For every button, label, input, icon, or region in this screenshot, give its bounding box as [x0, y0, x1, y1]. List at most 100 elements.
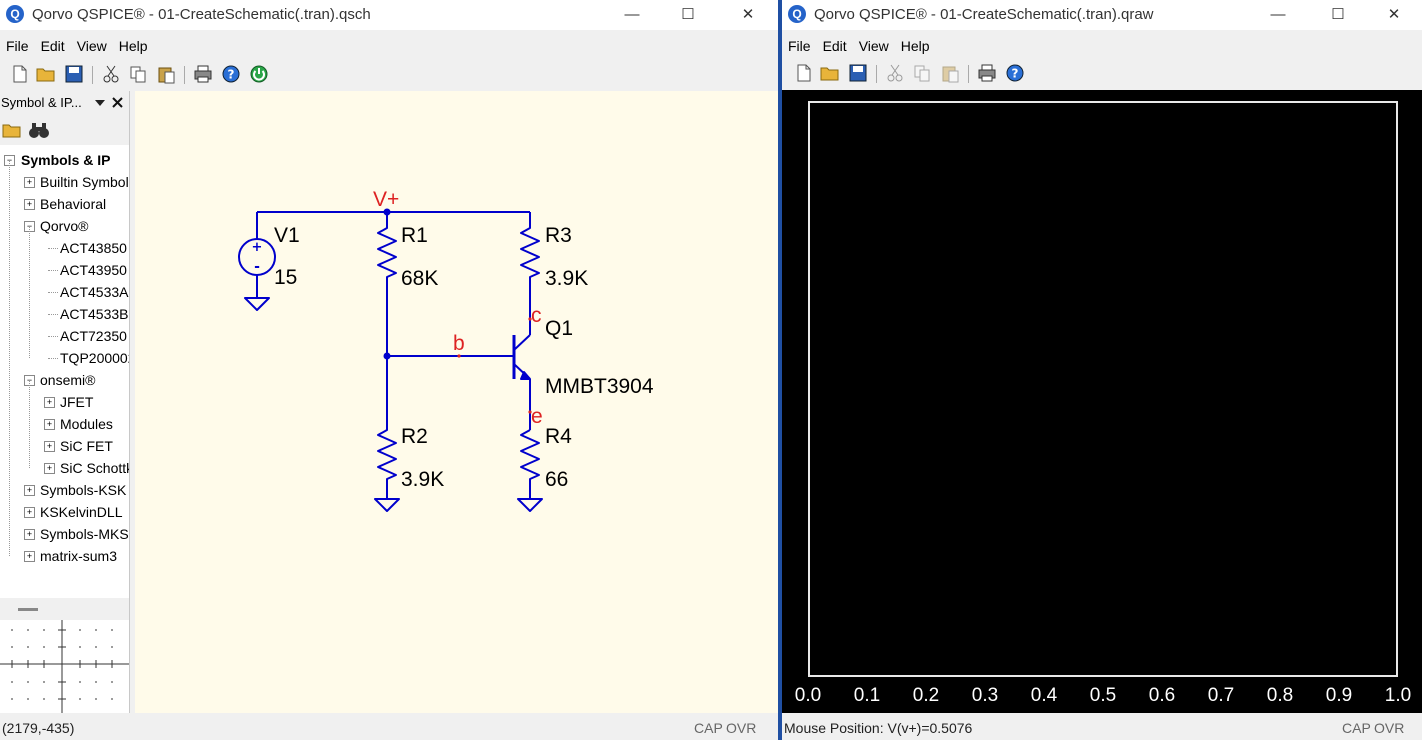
window-title: Qorvo QSPICE® - 01-CreateSchematic(.tran… — [32, 6, 371, 23]
help-icon[interactable]: ? — [1005, 63, 1025, 83]
help-icon[interactable]: ? — [221, 64, 241, 84]
status-bar: Mouse Position: V(v+)=0.5076 CAP OVR — [782, 713, 1422, 740]
svg-text:?: ? — [1012, 67, 1019, 81]
expand-icon[interactable]: + — [44, 463, 55, 474]
x-tick-label: 0.1 — [853, 685, 881, 706]
window-title: Qorvo QSPICE® - 01-CreateSchematic(.tran… — [814, 6, 1154, 23]
close-button[interactable]: ✕ — [741, 6, 755, 23]
open-folder-icon[interactable] — [36, 64, 56, 84]
paste-icon[interactable] — [156, 64, 176, 84]
menu-help[interactable]: Help — [900, 38, 930, 54]
tree-guide-line — [29, 226, 30, 358]
x-tick-label: 0.9 — [1325, 685, 1353, 706]
tree-item-label: SiC FET — [60, 438, 113, 454]
dropdown-arrow-icon[interactable] — [94, 99, 106, 107]
qspice-app-icon: Q — [788, 5, 806, 23]
panel-header: Symbol & IP... — [0, 91, 129, 115]
plot-frame[interactable] — [808, 101, 1398, 677]
tree-item-label: Qorvo® — [40, 218, 89, 234]
expand-icon[interactable]: + — [44, 419, 55, 430]
copy-icon[interactable] — [128, 64, 148, 84]
run-simulation-icon[interactable] — [249, 64, 269, 84]
schematic-canvas[interactable]: + - V+ V1 15 R1 68K R3 3.9K c Q1 b MMBT3… — [135, 91, 778, 713]
menu-file[interactable]: File — [6, 38, 29, 54]
menu-edit[interactable]: Edit — [40, 38, 65, 54]
tree-item-label: KSKelvinDLL — [40, 504, 123, 520]
expand-icon[interactable]: + — [24, 177, 35, 188]
binoculars-icon[interactable] — [28, 121, 50, 139]
expand-icon[interactable]: + — [24, 551, 35, 562]
window-divider — [778, 0, 782, 740]
panel-close-icon[interactable] — [112, 97, 123, 108]
save-icon[interactable] — [64, 64, 84, 84]
toolbar: ? — [782, 59, 1422, 89]
r4-value[interactable]: 66 — [545, 468, 569, 491]
save-icon[interactable] — [848, 63, 868, 83]
expand-icon[interactable]: + — [24, 529, 35, 540]
tree-item-label: ACT72350 — [60, 328, 127, 344]
r2-value[interactable]: 3.9K — [401, 468, 445, 491]
tree-item-label: onsemi® — [40, 372, 96, 388]
expand-icon[interactable]: + — [44, 441, 55, 452]
symbol-tree: − Symbols & IP +Builtin Symbols+Behavior… — [0, 149, 129, 649]
menu-view[interactable]: View — [76, 38, 107, 54]
minimize-button[interactable]: — — [1270, 6, 1286, 23]
panel-title: Symbol & IP... — [1, 95, 82, 110]
qspice-app-icon: Q — [6, 5, 24, 23]
x-tick-label: 0.8 — [1266, 685, 1294, 706]
x-tick-label: 0.4 — [1030, 685, 1058, 706]
copy-icon[interactable] — [912, 63, 932, 83]
new-file-icon[interactable] — [794, 63, 814, 83]
print-icon[interactable] — [977, 63, 997, 83]
r1-value[interactable]: 68K — [401, 267, 439, 290]
menu-edit[interactable]: Edit — [822, 38, 847, 54]
svg-text:-: - — [254, 259, 260, 275]
tree-item-label: JFET — [60, 394, 94, 410]
toolbar-separator — [968, 65, 969, 83]
pin-e-label: e — [531, 405, 543, 428]
tree-connector — [48, 336, 58, 337]
toolbar: ? — [0, 60, 778, 90]
r3-name[interactable]: R3 — [545, 224, 572, 247]
r4-name[interactable]: R4 — [545, 425, 572, 448]
expand-icon[interactable]: + — [44, 397, 55, 408]
open-folder-icon[interactable] — [2, 121, 22, 139]
v1-name[interactable]: V1 — [274, 224, 300, 247]
cut-icon[interactable] — [885, 63, 905, 83]
r1-name[interactable]: R1 — [401, 224, 428, 247]
open-folder-icon[interactable] — [820, 63, 840, 83]
waveform-window: Q Qorvo QSPICE® - 01-CreateSchematic(.tr… — [782, 0, 1422, 740]
svg-text:?: ? — [228, 68, 235, 82]
maximize-button[interactable]: ☐ — [681, 6, 695, 23]
q1-name[interactable]: Q1 — [545, 317, 574, 340]
net-label-vplus[interactable]: V+ — [373, 188, 400, 211]
tree-item-label: Builtin Symbols — [40, 174, 130, 190]
expand-icon[interactable]: + — [24, 507, 35, 518]
print-icon[interactable] — [193, 64, 213, 84]
minimize-button[interactable]: — — [624, 6, 640, 23]
close-button[interactable]: ✕ — [1387, 6, 1401, 23]
schematic-window: Q Qorvo QSPICE® - 01-CreateSchematic(.tr… — [0, 0, 778, 736]
expand-icon[interactable]: + — [24, 199, 35, 210]
paste-icon[interactable] — [940, 63, 960, 83]
tree-item-label: SiC Schottky — [60, 460, 129, 476]
menu-file[interactable]: File — [788, 38, 811, 54]
r3-value[interactable]: 3.9K — [545, 267, 589, 290]
panel-splitter[interactable] — [0, 598, 129, 620]
tree-item-label: ACT43850 — [60, 240, 127, 256]
v1-value[interactable]: 15 — [274, 266, 298, 289]
tree-connector — [48, 292, 58, 293]
new-file-icon[interactable] — [10, 64, 30, 84]
expand-icon[interactable]: + — [24, 485, 35, 496]
r2-name[interactable]: R2 — [401, 425, 428, 448]
cut-icon[interactable] — [101, 64, 121, 84]
menu-bar: File Edit View Help — [0, 30, 778, 60]
tree-item-label: Symbols-MKS — [40, 526, 129, 542]
menu-view[interactable]: View — [858, 38, 889, 54]
x-tick-label: 1.0 — [1384, 685, 1412, 706]
maximize-button[interactable]: ☐ — [1331, 6, 1345, 23]
x-tick-label: 0.0 — [794, 685, 822, 706]
menu-help[interactable]: Help — [118, 38, 148, 54]
q1-model[interactable]: MMBT3904 — [545, 375, 654, 398]
